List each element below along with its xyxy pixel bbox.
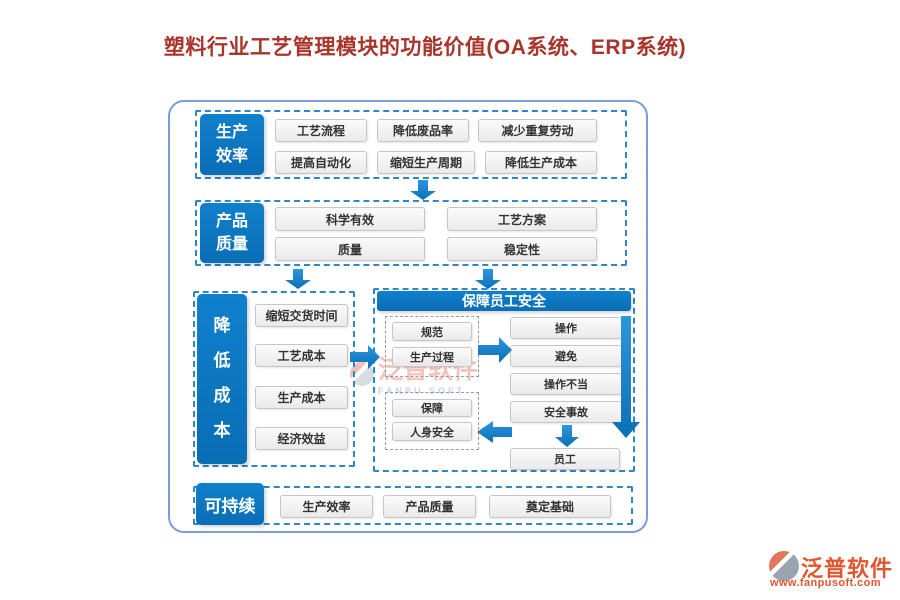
group-protection — [385, 392, 479, 450]
section-sustainability — [193, 486, 633, 525]
item-box: 操作 — [510, 317, 622, 339]
section-cost-reduction — [193, 291, 355, 467]
item-box: 缩短生产周期 — [377, 151, 475, 174]
item-box: 产品质量 — [383, 495, 476, 518]
section-production-efficiency — [195, 110, 627, 179]
item-box: 规范 — [392, 322, 472, 341]
item-box: 质量 — [275, 237, 425, 261]
label-product-quality: 产品质量 — [200, 203, 264, 263]
item-box: 生产成本 — [255, 386, 348, 409]
item-box: 工艺成本 — [255, 344, 348, 367]
item-box: 工艺流程 — [275, 119, 367, 142]
item-box: 科学有效 — [275, 207, 425, 231]
item-box: 员工 — [510, 448, 620, 470]
item-box: 缩短交货时间 — [255, 304, 348, 327]
item-box: 安全事故 — [510, 401, 622, 423]
label-text: 生产效率 — [215, 124, 248, 165]
item-box: 工艺方案 — [447, 207, 597, 231]
label-production-efficiency: 生产效率 — [200, 114, 264, 175]
item-box: 减少重复劳动 — [478, 119, 597, 142]
item-box: 保障 — [392, 399, 472, 417]
label-cost-reduction: 降低成本 — [197, 294, 247, 464]
item-box: 人身安全 — [392, 422, 472, 441]
fanpu-logo-icon — [769, 551, 799, 581]
item-box: 降低废品率 — [377, 119, 469, 142]
header-employee-safety: 保障员工安全 — [377, 291, 631, 311]
label-text: 产品质量 — [215, 212, 248, 253]
diagram-frame — [168, 100, 648, 533]
item-box: 稳定性 — [447, 237, 597, 261]
item-box: 生产效率 — [280, 495, 373, 518]
brand-website: www.fanpusoft.com — [770, 577, 881, 589]
brand-name: 泛普软件 — [801, 556, 894, 581]
item-box: 降低生产成本 — [485, 151, 597, 174]
section-employee-safety — [373, 288, 635, 472]
label-sustainability: 可持续 — [196, 483, 264, 525]
label-text: 降低成本 — [213, 316, 231, 440]
item-box: 提高自动化 — [275, 151, 367, 174]
section-product-quality — [195, 200, 627, 266]
item-box: 经济效益 — [255, 427, 348, 450]
item-box: 奠定基础 — [489, 495, 611, 518]
page-title: 塑料行业工艺管理模块的功能价值(OA系统、ERP系统) — [163, 36, 687, 59]
label-text: 可持续 — [204, 496, 256, 516]
item-box: 生产过程 — [392, 347, 472, 367]
item-box: 避免 — [510, 345, 622, 367]
item-box: 操作不当 — [510, 373, 622, 395]
